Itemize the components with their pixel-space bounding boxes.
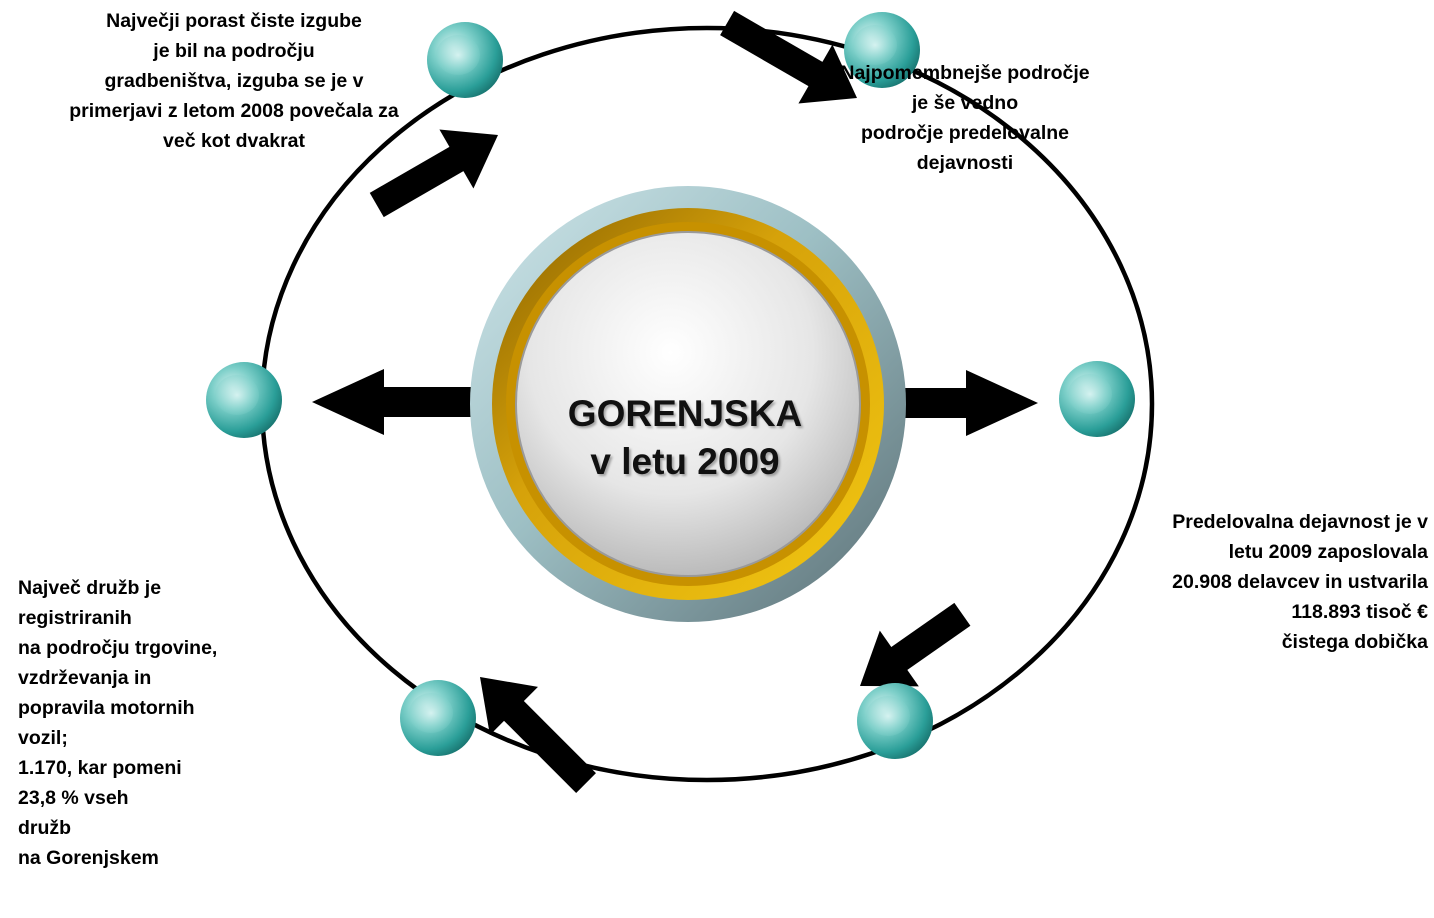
text-line: na Gorenjskem [18,847,159,869]
text-line: registriranih [18,607,132,629]
text-line: Največ družb je [18,577,162,599]
text-line: Predelovalna dejavnost je v [1172,511,1428,533]
text-line: 118.893 tisoč € [1291,601,1428,623]
arrow-up-right [720,10,857,104]
arrow-left [312,369,480,435]
text-line: čistega dobička [1281,631,1428,653]
text-line: Najpomembnejše področje [840,62,1090,84]
arrow-down-right [860,602,971,687]
node-bottom-left [400,680,476,756]
text-line: vzdrževanja in [18,667,152,689]
text-line: letu 2009 zaposlovala [1228,541,1428,563]
text-line: Največji porast čiste izgube [106,10,362,32]
text-line: 23,8 % vseh [18,787,129,809]
text-line: je še vedno [911,92,1019,114]
text-line: popravila motornih [18,697,195,719]
text-block-top-right: Najpomembnejše področje je še vedno podr… [790,58,1140,178]
text-line: primerjavi z letom 2008 povečala za [69,100,399,122]
text-block-bottom-left: Največ družb je registriranih na področj… [18,573,318,873]
nodes [206,12,1135,759]
node-top-right [844,12,920,88]
center-title-line2: v letu 2009 [590,441,780,482]
center-title-line1: GORENJSKA [567,393,803,434]
text-line: 20.908 delavcev in ustvarila [1172,571,1428,593]
text-line: področje predelovalne [860,122,1070,144]
node-top-left [427,22,503,98]
text-line: na področju trgovine, [18,637,218,659]
center-hub [470,186,906,622]
text-line: dejavnosti [916,152,1014,174]
text-block-right: Predelovalna dejavnost je v letu 2009 za… [1040,507,1428,657]
text-line: več kot dvakrat [163,130,305,152]
text-line: vozil; [18,727,68,749]
text-line: gradbeništva, izguba se je v [104,70,364,92]
node-bottom-right [857,683,933,759]
node-right [1059,361,1135,437]
arrow-up-left [369,129,498,218]
arrow-down-left [480,677,596,793]
text-line: 1.170, kar pomeni [18,757,182,779]
arrow-right [890,370,1038,436]
text-block-top-left: Največji porast čiste izgube je bil na p… [0,6,468,156]
arrows [312,10,1038,793]
text-line: je bil na področju [153,40,315,62]
center-title: GORENJSKA v letu 2009 [520,390,850,486]
text-line: družb [18,817,72,839]
node-left [206,362,282,438]
